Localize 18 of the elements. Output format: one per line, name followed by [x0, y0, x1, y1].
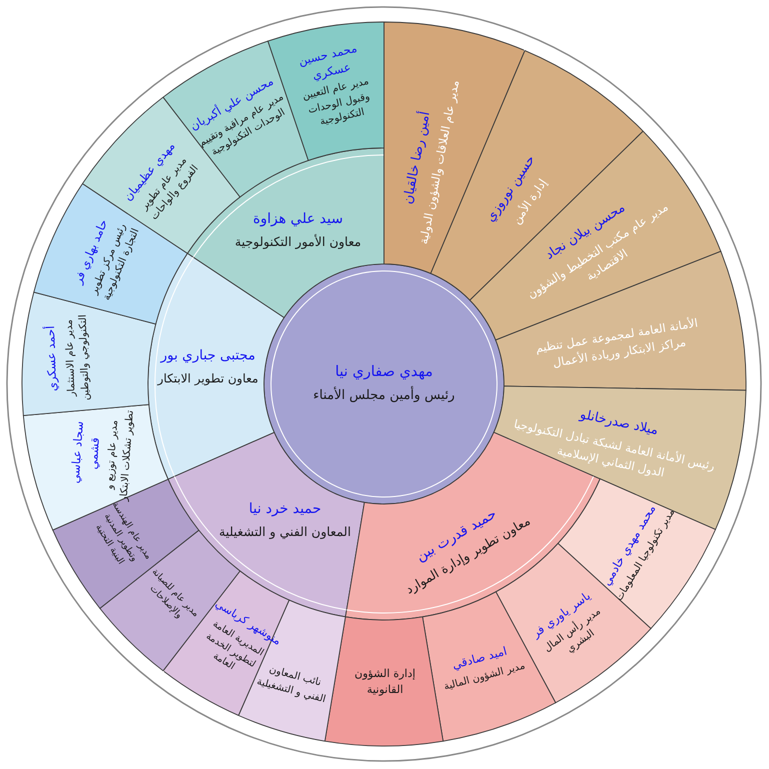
job-title: رئيس وأمين مجلس الأمناء — [313, 387, 455, 406]
job-title: المعاون الفني و التشغيلية — [219, 523, 351, 542]
person-name: سيد علي هزاوة — [253, 210, 343, 229]
job-title: معاون الأمور التكنولوجية — [234, 233, 362, 252]
job-title: نائب المعاون الفني و التشغيلية — [256, 664, 328, 707]
person-name: أحمد عسكري — [42, 326, 60, 392]
job-title: مدير عام الهندسة وتطوير المدنية البنية التحتية — [92, 500, 154, 568]
person-name: حميد خرد نيا — [248, 500, 322, 519]
person-name: مجتبى جباري بور — [160, 346, 256, 366]
job-title: مدير عام توزيع و تطوير تشكلات الابتكار — [104, 408, 137, 503]
job-title: الأمانة العامة لمجموعة عمل تنظيم مراكز الابتكار وريادة الأعمال — [534, 314, 700, 372]
job-title: معاون تطوير الابتكار — [158, 370, 258, 388]
person-name: سجاد عباسي قشمي — [66, 420, 103, 486]
job-title: مدير عام الاستثمار التكنولوجي والتوطين — [62, 313, 93, 403]
job-title: إدارة الشؤون القانونية — [354, 666, 416, 698]
job-title: مدير عام للصيانة والإصلاحات — [146, 566, 202, 623]
person-name: مهدي صفاري نيا — [335, 363, 433, 382]
person-name: محمد حسين عسكري — [296, 40, 358, 82]
